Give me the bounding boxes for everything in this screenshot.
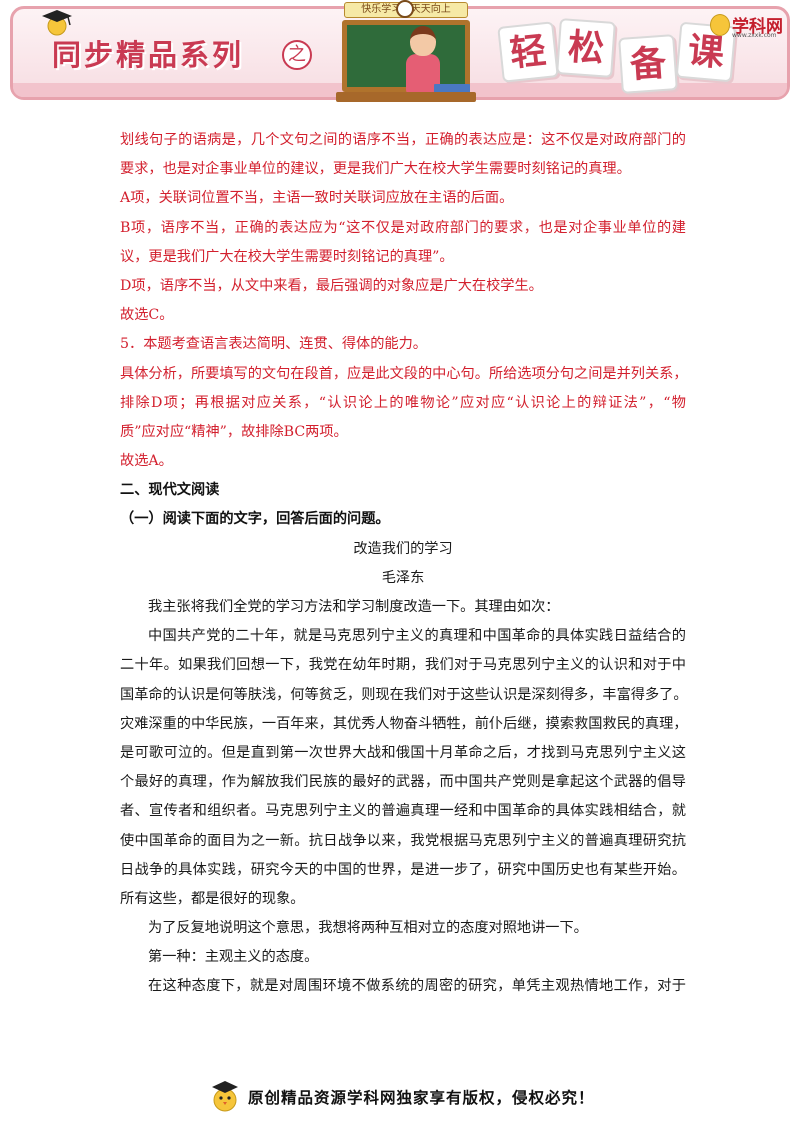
text-line: 议，更是我们广大在校大学生需要时刻铭记的真理”。: [120, 248, 454, 265]
text-line: 第一种：主观主义的态度。: [148, 949, 319, 966]
page-footer: 原创精品资源学科网独家享有版权，侵权必究！: [0, 1074, 800, 1122]
text-line: 中国共产党的二十年，就是马克思列宁主义的真理和中国革命的具体实践日益结合的: [148, 628, 686, 645]
document-body: 划线句子的语病是，几个文句之间的语序不当，正确的表达应是：这不仅是对政府部门的要…: [120, 126, 688, 1002]
text-line: 故选A。: [120, 453, 173, 470]
teacher-chalkboard-illustration: 快乐学习 · 天天向上: [336, 0, 476, 108]
text-line: 二、现代文阅读: [120, 482, 220, 499]
logo-url: www.zxxk.com: [732, 32, 777, 39]
logo-text: 学科网: [732, 17, 783, 37]
series-zhi-badge: 之: [282, 40, 312, 70]
text-line: 使中国革命的面目为之一新。抗日战争以来，我党根据马克思列宁主义的普遍真理研究抗: [120, 832, 686, 849]
clock-icon: [396, 0, 414, 18]
series-title: 同步精品系列: [52, 38, 245, 72]
text-line: 要求，也是对企事业单位的建议，更是我们广大在校大学生需要时刻铭记的真理。: [120, 161, 631, 178]
board-ledge: [336, 92, 476, 102]
text-line: 具体分析，所要填写的文句在段首，应是此文段的中心句。所给选项分句之间是并列关系，: [120, 365, 688, 382]
text-line: 个最好的真理，作为解放我们民族的最好的武器，而中国共产党则是拿起这个武器的倡导: [120, 774, 686, 791]
book-stack-icon: [434, 84, 470, 94]
text-line: B项，语序不当，正确的表达应为“这不仅是对政府部门的要求，也是对企事业单位的建: [120, 219, 686, 236]
text-line: A项，关联词位置不当，主语一致时关联词应放在主语的后面。: [120, 190, 514, 207]
text-line: D项，语序不当，从文中来看，最后强调的对象应是广大在校学生。: [120, 277, 543, 294]
text-line: 划线句子的语病是，几个文句之间的语序不当，正确的表达应是：这不仅是对政府部门的: [120, 132, 686, 148]
graduation-cap-icon: [42, 10, 72, 36]
text-line: 我主张将我们全党的学习方法和学习制度改造一下。其理由如次：: [148, 599, 560, 615]
site-logo: 学科网 www.zxxk.com: [710, 10, 792, 40]
text-line: （一）阅读下面的文字，回答后面的问题。: [120, 511, 390, 528]
text-line: 者、宣传者和组织者。马克思列宁主义的普遍真理一经和中国革命的具体实践相结合，就: [120, 803, 686, 820]
text-line: 排除D项；再根据对应关系，“认识论上的唯物论”应对应“认识论上的辩证法”，“物: [120, 394, 686, 411]
text-line: 为了反复地说明这个意思，我想将两种互相对立的态度对照地讲一下。: [148, 920, 588, 937]
text-line: 日战争的具体实践，研究今天的中国的世界，是进一步了，研究中国历史也有某些开始。: [120, 861, 686, 878]
text-line: 改造我们的学习: [353, 540, 453, 557]
text-line: 5．本题考查语言表达简明、连贯、得体的能力。: [120, 336, 427, 353]
teacher-head: [410, 26, 436, 56]
text-line: 二十年。如果我们回想一下，我党在幼年时期，我们对于马克思列宁主义的认识和对于中: [120, 657, 686, 674]
page-header: 同步精品系列 之 快乐学习 · 天天向上 轻 松 备 课 学科网 www.zxx…: [0, 0, 800, 108]
chick-mascot-icon: [212, 1081, 238, 1112]
text-line: 灾难深重的中华民族，一百年来，其优秀人物奋斗牺牲，前仆后继，摸索救国救民的真理，: [120, 715, 688, 732]
easy-prep-title: 轻 松 备 课: [497, 18, 740, 100]
text-line: 国革命的认识是何等肤浅，何等贫乏，则现在我们对于这些认识是深刻得多，丰富得多了。: [120, 686, 688, 703]
text-line: 质”应对应“精神”，故排除BC两项。: [120, 423, 348, 440]
text-line: 所有这些，都是很好的现象。: [120, 890, 305, 907]
text-line: 是可歌可泣的。但是直到第一次世界大战和俄国十月革命之后，才找到马克思列宁主义这: [120, 744, 686, 761]
text-line: 在这种态度下，就是对周围环境不做系统的周密的研究，单凭主观热情地工作，对于: [148, 978, 686, 995]
copyright-notice: 原创精品资源学科网独家享有版权，侵权必究！: [248, 1089, 595, 1107]
chick-mascot-icon: [710, 14, 730, 36]
easy-prep-char: 轻: [497, 21, 559, 83]
text-line: 故选C。: [120, 307, 174, 324]
easy-prep-char: 备: [618, 34, 678, 94]
text-line: 毛泽东: [381, 569, 425, 586]
easy-prep-char: 松: [556, 18, 616, 78]
